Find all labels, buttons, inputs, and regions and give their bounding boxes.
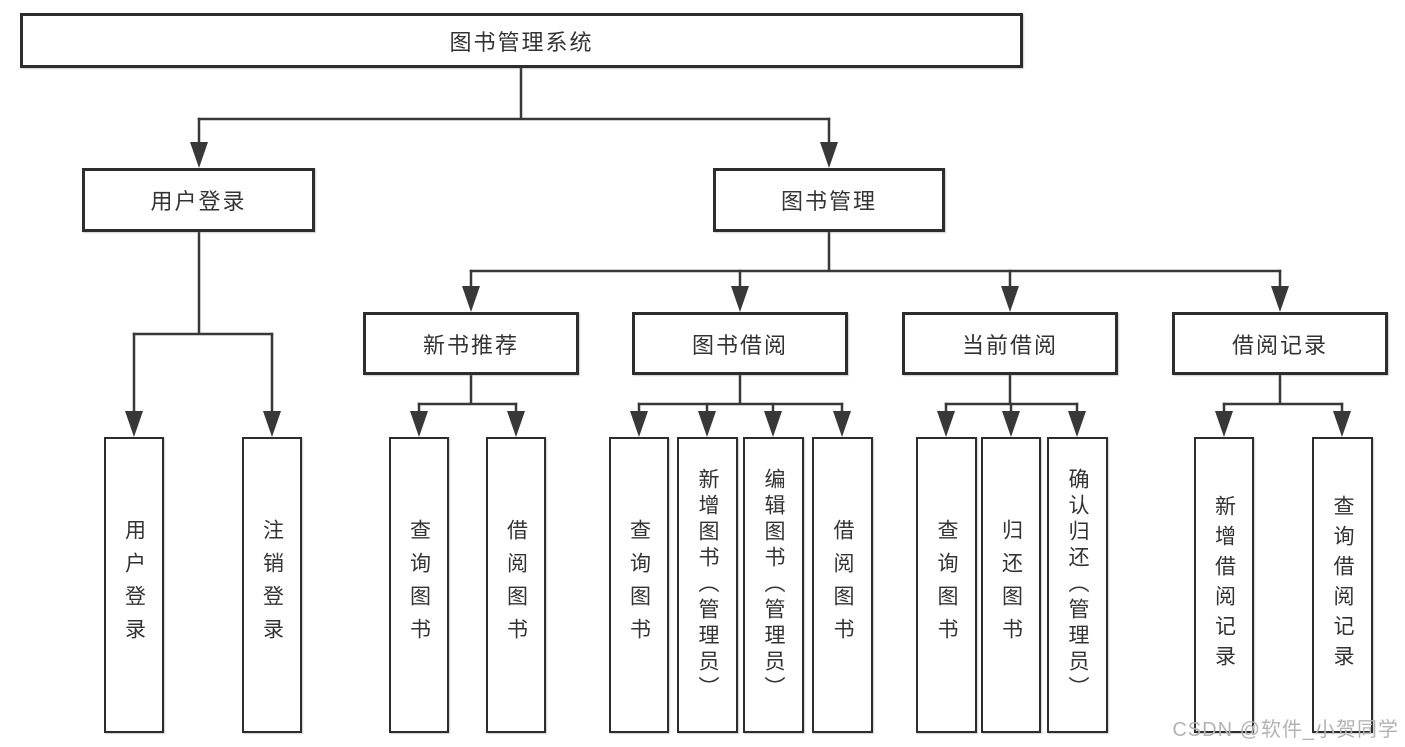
watermark: CSDN @软件_小贺同学	[1172, 719, 1399, 741]
arrow-down-icon	[698, 411, 716, 437]
leaf-current-confirm-label: 确认归还（管理员）	[1066, 468, 1089, 702]
leaf-borrow-query: 查询图书	[609, 437, 669, 733]
leaf-current-query-label: 查询图书	[935, 519, 958, 651]
leaf-records-query: 查询借阅记录	[1312, 437, 1373, 733]
arrow-down-icon	[731, 286, 749, 312]
connector-arrow-shafts	[132, 117, 1344, 419]
arrow-down-icon	[820, 142, 838, 168]
leaf-user-login-label: 用户登录	[122, 519, 146, 651]
leaf-current-confirm: 确认归还（管理员）	[1047, 437, 1108, 733]
arrow-down-icon	[462, 286, 480, 312]
node-current-borrow-label: 当前借阅	[961, 332, 1058, 358]
node-book-management-label: 图书管理	[780, 189, 877, 214]
arrow-down-icon	[190, 142, 208, 168]
leaf-borrow-borrow-label: 借阅图书	[831, 519, 854, 651]
leaf-borrow-edit-label: 编辑图书（管理员）	[762, 468, 785, 702]
node-borrow-records: 借阅记录	[1172, 312, 1388, 375]
leaf-records-query-label: 查询借阅记录	[1331, 495, 1354, 675]
leaf-user-login: 用户登录	[104, 437, 164, 733]
arrow-down-icon	[263, 411, 281, 437]
leaf-newbooks-borrow: 借阅图书	[486, 437, 546, 733]
node-book-borrow-label: 图书借阅	[691, 332, 788, 358]
node-new-books: 新书推荐	[363, 312, 579, 375]
arrow-down-icon	[1215, 411, 1233, 437]
node-root: 图书管理系统	[20, 13, 1023, 68]
arrow-down-icon	[125, 411, 143, 437]
node-current-borrow: 当前借阅	[902, 312, 1118, 375]
arrow-down-icon	[410, 411, 428, 437]
arrowheads	[125, 142, 1351, 437]
arrow-down-icon	[1068, 411, 1086, 437]
leaf-logout-label: 注销登录	[260, 519, 284, 651]
leaf-borrow-borrow: 借阅图书	[812, 437, 873, 733]
leaf-newbooks-borrow-label: 借阅图书	[504, 519, 528, 651]
connector-trunk-lines	[132, 66, 1344, 406]
leaf-borrow-query-label: 查询图书	[627, 519, 651, 651]
node-new-books-label: 新书推荐	[422, 332, 519, 358]
leaf-current-query: 查询图书	[916, 437, 977, 733]
arrow-down-icon	[1002, 411, 1020, 437]
node-book-borrow: 图书借阅	[632, 312, 848, 375]
arrow-down-icon	[764, 411, 782, 437]
leaf-current-return: 归还图书	[981, 437, 1041, 733]
arrow-down-icon	[1001, 286, 1019, 312]
arrow-down-icon	[507, 411, 525, 437]
leaf-newbooks-query-label: 查询图书	[407, 519, 431, 651]
arrow-down-icon	[630, 411, 648, 437]
leaf-current-return-label: 归还图书	[999, 519, 1023, 651]
arrow-down-icon	[937, 411, 955, 437]
leaf-newbooks-query: 查询图书	[389, 437, 449, 733]
leaf-logout: 注销登录	[242, 437, 302, 733]
node-borrow-records-label: 借阅记录	[1231, 332, 1328, 358]
leaf-borrow-add: 新增图书（管理员）	[677, 437, 738, 733]
arrow-down-icon	[1333, 411, 1351, 437]
leaf-records-add-label: 新增借阅记录	[1212, 495, 1236, 675]
arrow-down-icon	[833, 411, 851, 437]
node-root-label: 图书管理系统	[449, 29, 594, 55]
node-user-login: 用户登录	[82, 168, 315, 232]
leaf-borrow-add-label: 新增图书（管理员）	[696, 468, 719, 702]
leaf-borrow-edit: 编辑图书（管理员）	[743, 437, 804, 733]
arrow-down-icon	[1271, 286, 1289, 312]
node-user-login-label: 用户登录	[150, 189, 247, 214]
node-book-management: 图书管理	[713, 168, 945, 232]
leaf-records-add: 新增借阅记录	[1194, 437, 1254, 733]
